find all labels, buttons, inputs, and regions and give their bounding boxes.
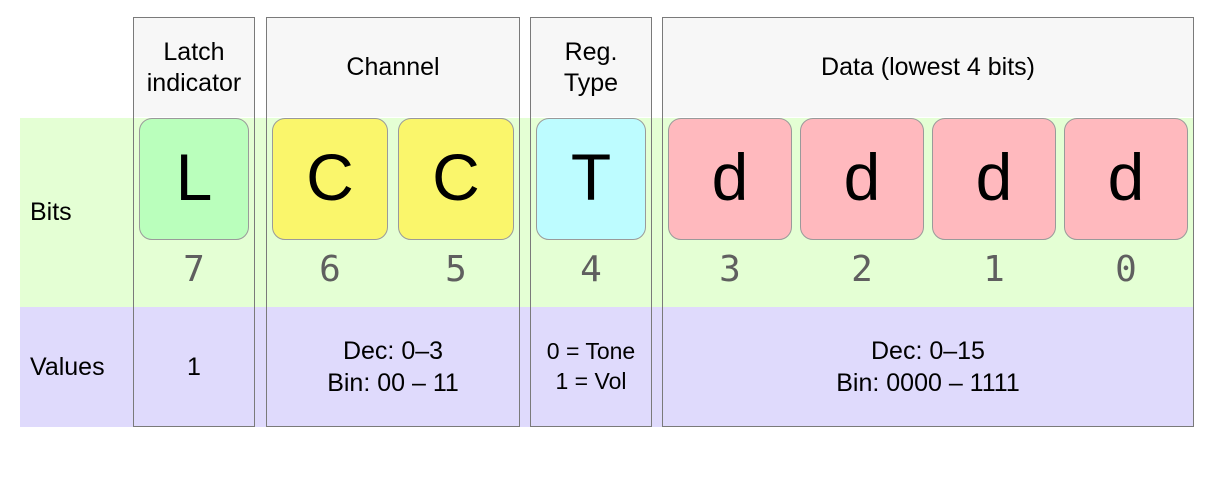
bit-tile-3: d bbox=[668, 118, 792, 240]
bit-tile-2: d bbox=[800, 118, 924, 240]
bit-tile-letter-6: C bbox=[306, 140, 354, 214]
group-header-label-latch-indicator: Latch indicator bbox=[146, 38, 242, 97]
bit-index-4: 4 bbox=[580, 248, 602, 290]
group-header-reg-type: Reg. Type bbox=[531, 18, 651, 117]
group-header-label-channel: Channel bbox=[346, 53, 440, 82]
bit-tile-1: d bbox=[932, 118, 1056, 240]
bit-tile-letter-4: T bbox=[570, 140, 612, 214]
group-header-label-reg-type: Reg. Type bbox=[563, 38, 619, 97]
bit-tile-4: T bbox=[536, 118, 646, 240]
bit-tile-5: C bbox=[398, 118, 514, 240]
bit-tile-letter-2: d bbox=[843, 140, 881, 214]
field-group-data: Data (lowest 4 bits) bbox=[662, 17, 1194, 427]
field-group-channel: Channel bbox=[266, 17, 520, 427]
value-cell-channel: Dec: 0–3 Bin: 00 – 11 bbox=[327, 336, 459, 398]
bit-tile-letter-0: d bbox=[1107, 140, 1145, 214]
bit-tile-letter-5: C bbox=[432, 140, 480, 214]
values-row-band bbox=[20, 307, 1194, 427]
group-header-latch-indicator: Latch indicator bbox=[134, 18, 254, 117]
bit-tile-letter-7: L bbox=[175, 140, 213, 214]
row-label-bits: Bits bbox=[30, 198, 72, 226]
bit-index-6: 6 bbox=[319, 248, 341, 290]
group-header-channel: Channel bbox=[267, 18, 519, 117]
bit-index-5: 5 bbox=[445, 248, 467, 290]
bit-tile-letter-3: d bbox=[711, 140, 749, 214]
group-header-label-data: Data (lowest 4 bits) bbox=[821, 53, 1035, 82]
group-header-data: Data (lowest 4 bits) bbox=[663, 18, 1193, 117]
row-label-values: Values bbox=[30, 352, 105, 381]
bit-tile-6: C bbox=[272, 118, 388, 240]
value-cell-latch-indicator: 1 bbox=[187, 352, 201, 381]
value-cell-reg-type: 0 = Tone 1 = Vol bbox=[546, 338, 636, 394]
value-cell-data: Dec: 0–15 Bin: 0000 – 1111 bbox=[836, 336, 1020, 398]
field-group-reg-type: Reg. Type bbox=[530, 17, 652, 427]
bit-index-0: 0 bbox=[1115, 248, 1137, 290]
bit-tile-letter-1: d bbox=[975, 140, 1013, 214]
bit-tile-0: d bbox=[1064, 118, 1188, 240]
bit-tile-7: L bbox=[139, 118, 249, 240]
field-group-latch-indicator: Latch indicator bbox=[133, 17, 255, 427]
bit-index-1: 1 bbox=[983, 248, 1005, 290]
bit-index-2: 2 bbox=[851, 248, 873, 290]
bit-index-3: 3 bbox=[719, 248, 741, 290]
bit-index-7: 7 bbox=[183, 248, 205, 290]
